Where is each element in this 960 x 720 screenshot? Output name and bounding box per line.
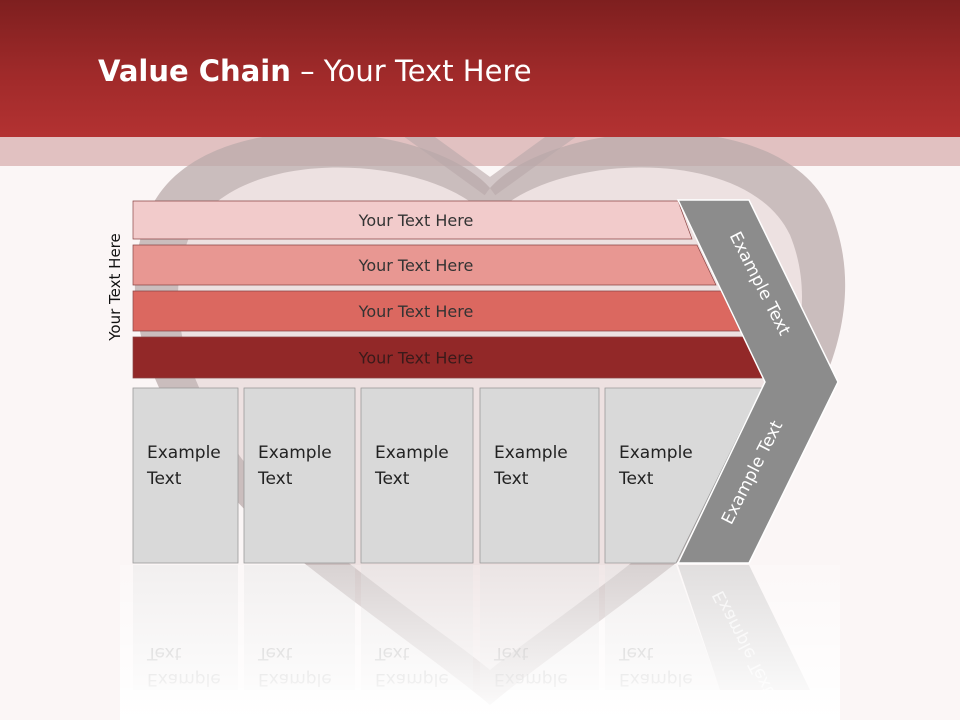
primary-box-2	[243, 387, 356, 564]
support-row-label-1: Your Text Here	[358, 211, 474, 230]
primary-box-1	[132, 387, 239, 564]
side-label: Your Text Here	[106, 233, 124, 341]
primary-box-3-line1: Example	[375, 443, 449, 463]
support-row-2	[132, 244, 717, 286]
primary-box-5	[604, 387, 763, 564]
header-bar	[0, 0, 960, 137]
reflection-fade	[120, 565, 840, 720]
primary-box-2-line2: Text	[257, 469, 293, 489]
header-band	[0, 137, 960, 166]
title-rest: – Your Text Here	[290, 54, 532, 88]
primary-box-5-line2: Text	[618, 469, 654, 489]
primary-box-4-line1: Example	[494, 443, 568, 463]
support-row-1	[132, 200, 693, 240]
primary-box-4	[479, 387, 600, 564]
primary-box-4-line2: Text	[493, 469, 529, 489]
primary-box-3	[360, 387, 474, 564]
primary-box-3-line2: Text	[374, 469, 410, 489]
chevron-arrow	[676, 199, 839, 564]
diagram-reflection: ExampleTextExampleTextExampleTextExample…	[120, 565, 840, 720]
primary-box-1-line1: Example	[147, 443, 221, 463]
primary-box-5-line1: Example	[619, 443, 693, 463]
primary-box-1-line2: Text	[146, 469, 182, 489]
support-row-label-3: Your Text Here	[358, 302, 474, 321]
support-row-label-2: Your Text Here	[358, 256, 474, 275]
primary-box-2-line1: Example	[258, 443, 332, 463]
title-bold: Value Chain	[98, 54, 291, 88]
slide-title: Value Chain – Your Text Here	[98, 54, 532, 88]
support-row-label-4: Your Text Here	[358, 349, 474, 368]
